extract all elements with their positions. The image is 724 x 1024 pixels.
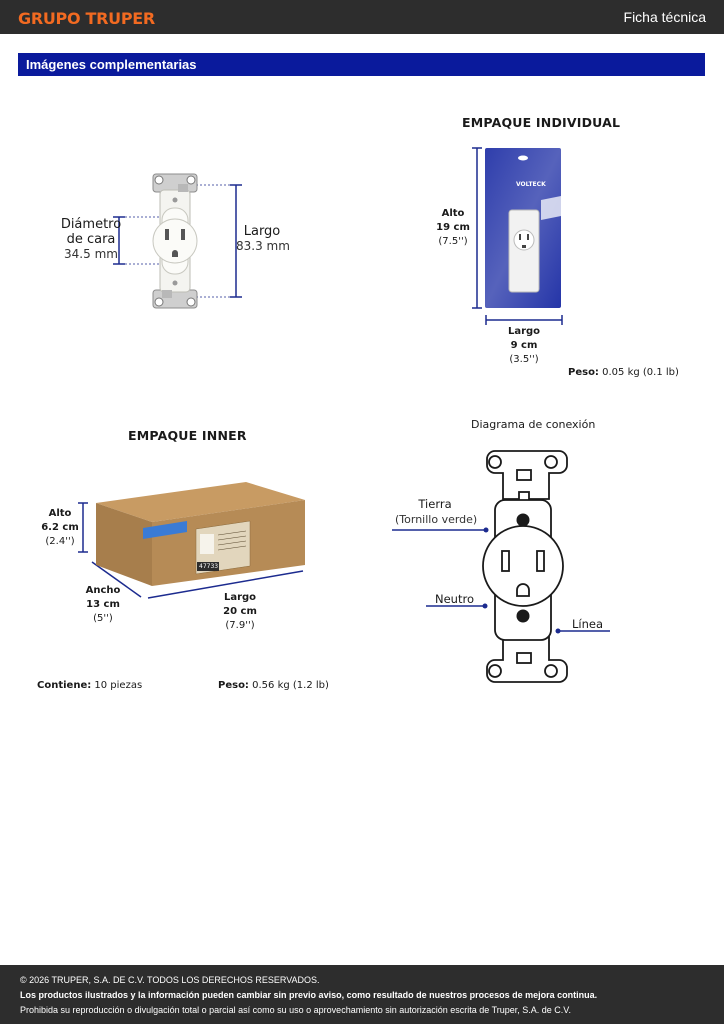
- inner-pack-largo: Largo 20 cm (7.9''): [223, 592, 257, 631]
- footer-prohibition: Prohibida su reproducción o divulgación …: [20, 1005, 571, 1015]
- footer: © 2026 TRUPER, S.A. DE C.V. TODOS LOS DE…: [0, 965, 724, 1024]
- diagram-linea-label: Línea: [572, 617, 604, 631]
- document-type: Ficha técnica: [623, 9, 706, 25]
- inner-pack-alto: Alto 6.2 cm (2.4''): [41, 508, 79, 547]
- individual-pack-weight: Peso: 0.05 kg (0.1 lb): [568, 367, 679, 378]
- length-label: Largo 83.3 mm: [236, 224, 290, 253]
- section-title: Imágenes complementarias: [26, 57, 197, 72]
- footer-notice: Los productos ilustrados y la informació…: [20, 990, 598, 1000]
- diameter-label: Diámetro de cara 34.5 mm: [60, 217, 122, 261]
- inner-pack-ancho: Ancho 13 cm (5''): [85, 585, 121, 624]
- individual-pack-largo: Largo 9 cm (3.5''): [507, 326, 541, 365]
- inner-pack-title: EMPAQUE INNER: [128, 428, 247, 443]
- top-bar: GRUPO TRUPER Ficha técnica: [0, 0, 724, 34]
- brand-logo: GRUPO TRUPER: [18, 9, 155, 28]
- individual-pack-alto: Alto 19 cm (7.5''): [436, 208, 470, 247]
- individual-pack-title: EMPAQUE INDIVIDUAL: [462, 115, 621, 130]
- diagram-tierra-label: Tierra (Tornillo verde): [395, 497, 478, 526]
- inner-pack-weight: Peso: 0.56 kg (1.2 lb): [218, 680, 329, 691]
- footer-copyright: © 2026 TRUPER, S.A. DE C.V. TODOS LOS DE…: [20, 975, 320, 985]
- inner-pack-box-code: 47733: [199, 563, 219, 570]
- individual-pack-brand: VOLTECK: [516, 181, 546, 188]
- diagram-title: Diagrama de conexión: [471, 418, 596, 431]
- diagram-neutro-label: Neutro: [435, 592, 474, 606]
- inner-pack-contents: Contiene: 10 piezas: [37, 680, 143, 691]
- section-header: Imágenes complementarias: [18, 53, 705, 76]
